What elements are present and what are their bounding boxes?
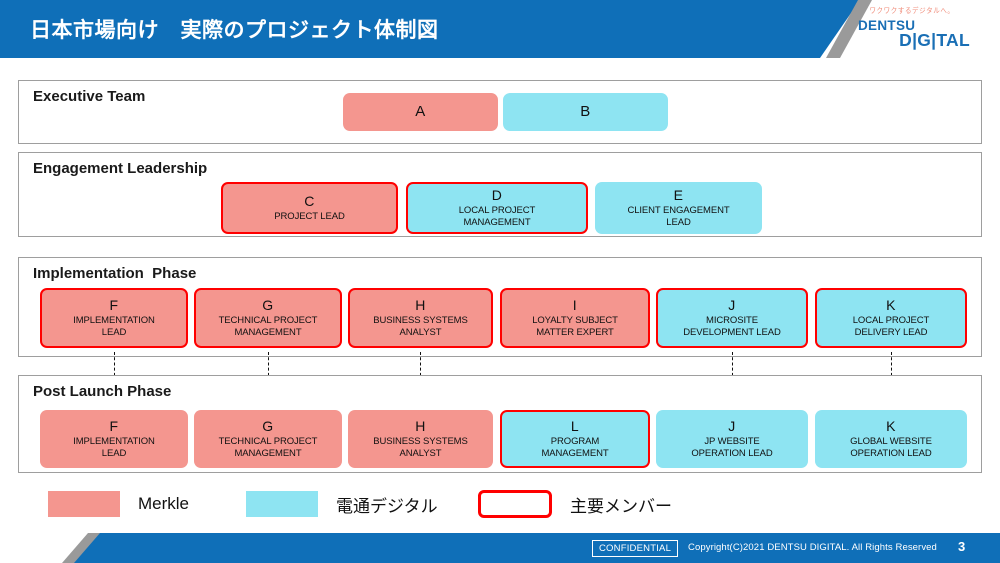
page-number: 3 bbox=[958, 539, 966, 554]
org-box-role: JP WEBSITE OPERATION LEAD bbox=[691, 436, 773, 460]
slide-footer: CONFIDENTIAL Copyright(C)2021 DENTSU DIG… bbox=[0, 533, 1000, 563]
logo-wordmark: DENTSU D|G|TAL bbox=[852, 18, 972, 50]
org-box-letter: J bbox=[728, 297, 736, 314]
org-box-role: LOYALTY SUBJECT MATTER EXPERT bbox=[532, 315, 618, 339]
org-box-role: LOCAL PROJECT MANAGEMENT bbox=[458, 205, 536, 229]
org-box-letter: A bbox=[415, 102, 426, 120]
org-box-role: IMPLEMENTATION LEAD bbox=[73, 436, 155, 460]
org-box-impl-j[interactable]: J MICROSITE DEVELOPMENT LEAD bbox=[656, 288, 808, 348]
org-box-letter: H bbox=[415, 418, 426, 435]
org-box-role: MICROSITE DEVELOPMENT LEAD bbox=[683, 315, 781, 339]
legend-item-merkle: Merkle bbox=[48, 491, 189, 517]
org-box-role: BUSINESS SYSTEMS ANALYST bbox=[373, 315, 468, 339]
org-box-impl-f[interactable]: F IMPLEMENTATION LEAD bbox=[40, 288, 188, 348]
org-box-post-g[interactable]: G TECHNICAL PROJECT MANAGEMENT bbox=[194, 410, 342, 468]
logo-wordmark-line1: DENTSU bbox=[858, 18, 916, 33]
org-box-letter: G bbox=[262, 297, 274, 314]
dentsu-digital-logo: ワクワクするデジタルへ。 DENTSU D|G|TAL bbox=[852, 7, 972, 50]
org-box-post-f[interactable]: F IMPLEMENTATION LEAD bbox=[40, 410, 188, 468]
confidential-badge: CONFIDENTIAL bbox=[592, 540, 679, 557]
logo-wordmark-line2: D|G|TAL bbox=[899, 30, 970, 50]
org-box-letter: F bbox=[109, 418, 119, 435]
org-box-role: TECHNICAL PROJECT MANAGEMENT bbox=[218, 436, 318, 460]
org-box-impl-g[interactable]: G TECHNICAL PROJECT MANAGEMENT bbox=[194, 288, 342, 348]
org-box-letter: K bbox=[886, 297, 896, 314]
org-box-impl-h[interactable]: H BUSINESS SYSTEMS ANALYST bbox=[348, 288, 493, 348]
org-box-post-l[interactable]: L PROGRAM MANAGEMENT bbox=[500, 410, 650, 468]
section-title-implementation-phase: Implementation Phase bbox=[33, 265, 197, 282]
org-box-letter: H bbox=[415, 297, 426, 314]
org-box-role: CLIENT ENGAGEMENT LEAD bbox=[627, 205, 730, 229]
org-box-letter: F bbox=[109, 297, 119, 314]
org-box-letter: C bbox=[304, 193, 315, 210]
footer-blue-band bbox=[72, 533, 1000, 563]
org-box-impl-i[interactable]: I LOYALTY SUBJECT MATTER EXPERT bbox=[500, 288, 650, 348]
org-box-letter: E bbox=[673, 187, 684, 204]
org-box-post-k[interactable]: K GLOBAL WEBSITE OPERATION LEAD bbox=[815, 410, 967, 468]
org-box-post-h[interactable]: H BUSINESS SYSTEMS ANALYST bbox=[348, 410, 493, 468]
org-box-role: BUSINESS SYSTEMS ANALYST bbox=[373, 436, 468, 460]
org-box-letter: L bbox=[570, 418, 580, 435]
org-box-letter: K bbox=[886, 418, 896, 435]
org-box-role: PROJECT LEAD bbox=[274, 211, 345, 223]
org-box-a[interactable]: A bbox=[343, 93, 498, 131]
org-box-b[interactable]: B bbox=[503, 93, 668, 131]
legend-item-dentsu: 電通デジタル bbox=[246, 491, 438, 517]
legend-swatch-dentsu bbox=[246, 491, 318, 517]
org-box-e[interactable]: E CLIENT ENGAGEMENT LEAD bbox=[595, 182, 762, 234]
header-blue-band bbox=[0, 0, 860, 58]
org-box-letter: J bbox=[728, 418, 736, 435]
slide-header: 日本市場向け 実際のプロジェクト体制図 ワクワクするデジタルへ。 DENTSU … bbox=[0, 0, 1000, 58]
org-box-c[interactable]: C PROJECT LEAD bbox=[221, 182, 398, 234]
org-box-letter: D bbox=[491, 187, 503, 204]
legend-swatch-merkle bbox=[48, 491, 120, 517]
section-executive-team: Executive Team bbox=[18, 80, 982, 144]
org-box-role: TECHNICAL PROJECT MANAGEMENT bbox=[218, 315, 318, 339]
org-box-letter: B bbox=[580, 102, 591, 120]
legend-item-key-member: 主要メンバー bbox=[478, 490, 672, 518]
section-title-engagement-leadership: Engagement Leadership bbox=[33, 160, 208, 177]
legend: Merkle 電通デジタル 主要メンバー bbox=[0, 485, 1000, 525]
section-title-executive-team: Executive Team bbox=[33, 88, 146, 105]
org-box-role: IMPLEMENTATION LEAD bbox=[73, 315, 155, 339]
org-box-post-j[interactable]: J JP WEBSITE OPERATION LEAD bbox=[656, 410, 808, 468]
legend-label-dentsu: 電通デジタル bbox=[336, 496, 438, 516]
copyright-text: Copyright(C)2021 DENTSU DIGITAL. All Rig… bbox=[688, 542, 937, 553]
legend-label-merkle: Merkle bbox=[138, 494, 190, 513]
org-box-role: GLOBAL WEBSITE OPERATION LEAD bbox=[850, 436, 932, 460]
org-box-role: PROGRAM MANAGEMENT bbox=[541, 436, 609, 460]
org-box-role: LOCAL PROJECT DELIVERY LEAD bbox=[852, 315, 930, 339]
section-title-post-launch-phase: Post Launch Phase bbox=[33, 383, 172, 400]
legend-swatch-key-member bbox=[478, 490, 552, 518]
page-title: 日本市場向け 実際のプロジェクト体制図 bbox=[30, 19, 439, 42]
logo-tagline: ワクワクするデジタルへ。 bbox=[869, 7, 955, 16]
org-box-d[interactable]: D LOCAL PROJECT MANAGEMENT bbox=[406, 182, 588, 234]
legend-label-key-member: 主要メンバー bbox=[570, 496, 672, 516]
org-box-impl-k[interactable]: K LOCAL PROJECT DELIVERY LEAD bbox=[815, 288, 967, 348]
org-box-letter: I bbox=[572, 297, 578, 314]
org-box-letter: G bbox=[262, 418, 274, 435]
